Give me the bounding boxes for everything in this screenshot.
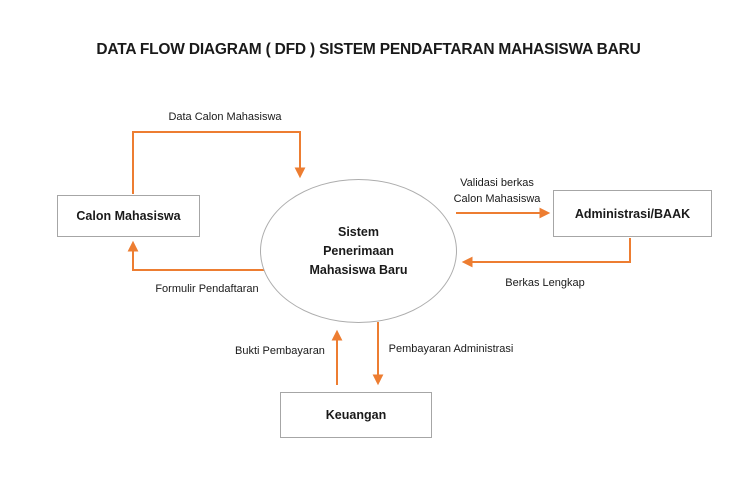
entity-calon-mahasiswa: Calon Mahasiswa (57, 195, 200, 237)
entity-administrasi-baak: Administrasi/BAAK (553, 190, 712, 237)
diagram-title: DATA FLOW DIAGRAM ( DFD ) SISTEM PENDAFT… (96, 41, 641, 58)
flow-label-bukti-pembayaran: Bukti Pembayaran (235, 345, 325, 357)
entity-keuangan: Keuangan (280, 392, 432, 438)
flow-label-data-calon-mahasiswa: Data Calon Mahasiswa (168, 111, 282, 123)
flow-data-calon-mahasiswa (132, 131, 306, 194)
flow-label-validasi-line2: Calon Mahasiswa (453, 193, 541, 205)
flow-label-formulir-pendaftaran: Formulir Pendaftaran (155, 283, 259, 295)
process-label-line2: Penerimaan (323, 243, 394, 258)
process-sistem-penerimaan: Sistem Penerimaan Mahasiswa Baru (260, 179, 457, 323)
flow-label-berkas-lengkap: Berkas Lengkap (505, 277, 585, 289)
flow-formulir-pendaftaran (127, 240, 264, 271)
entity-administrasi-baak-label: Administrasi/BAAK (574, 206, 691, 221)
flow-label-pembayaran-administrasi: Pembayaran Administrasi (388, 343, 514, 355)
process-label-line3: Mahasiswa Baru (309, 262, 408, 277)
entity-calon-mahasiswa-label: Calon Mahasiswa (76, 209, 181, 223)
flow-label-validasi-line1: Validasi berkas (460, 177, 534, 189)
entity-keuangan-label: Keuangan (325, 408, 387, 422)
flow-label-validasi-berkas: Validasi berkas Calon Mahasiswa (437, 175, 557, 207)
process-label-line1: Sistem (338, 224, 379, 239)
flow-berkas-lengkap (461, 238, 631, 268)
